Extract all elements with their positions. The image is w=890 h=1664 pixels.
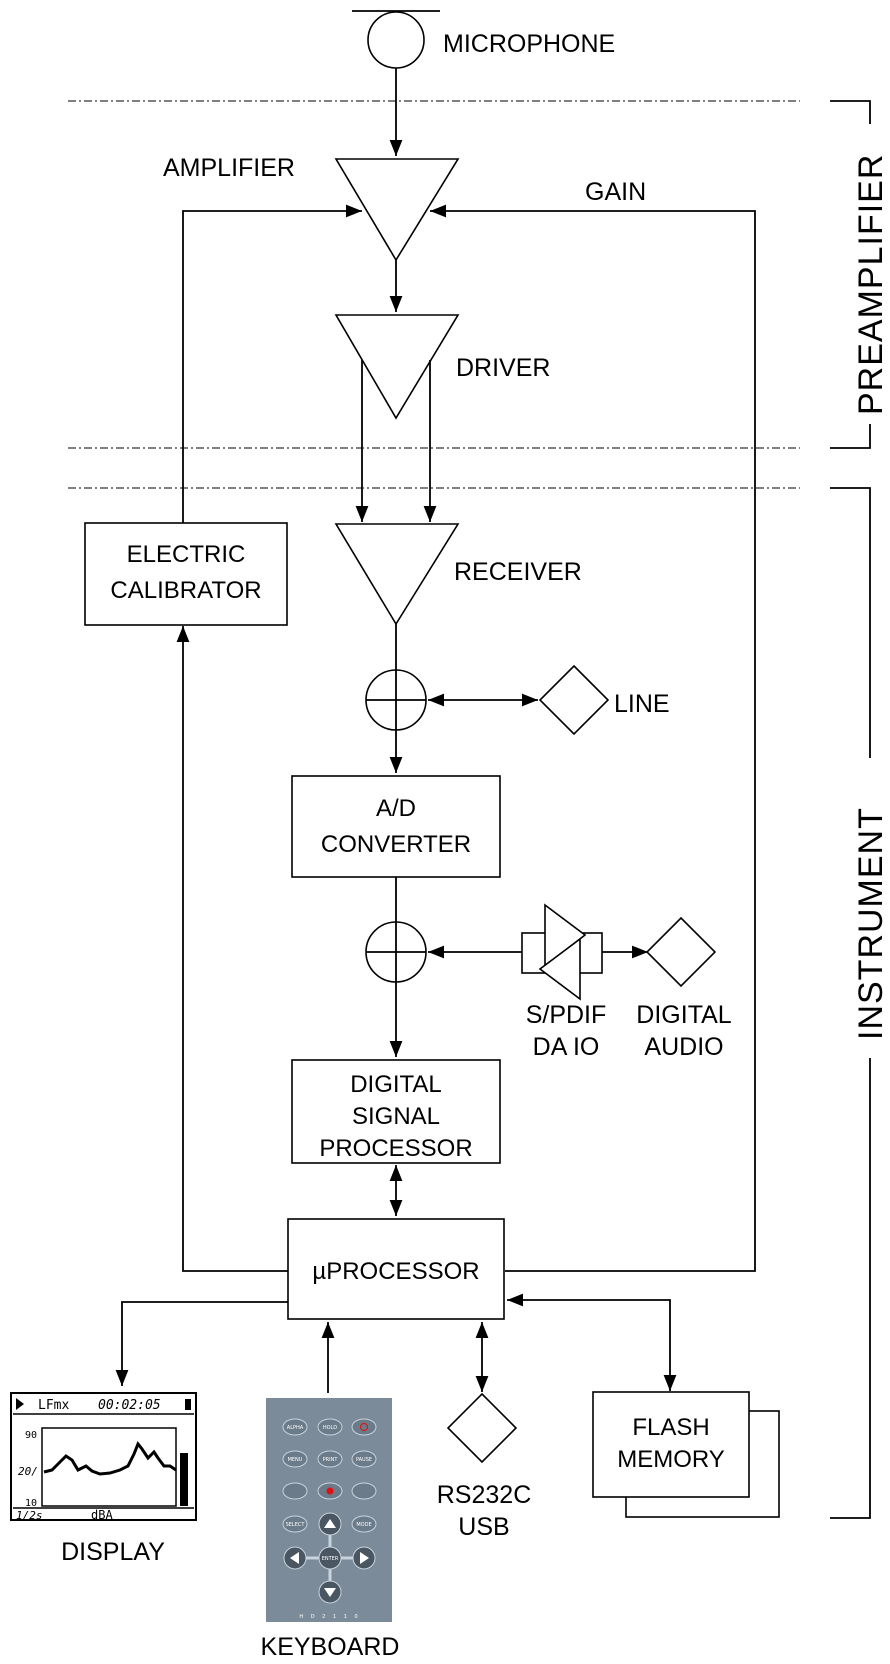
rs232c-usb-port: RS232C USB: [437, 1392, 532, 1541]
digital-audio-output: DIGITAL AUDIO: [636, 916, 732, 1061]
key-pause: [351, 1450, 377, 1468]
dsp-block: DIGITAL SIGNAL PROCESSOR: [291, 1059, 501, 1164]
key-power: [351, 1418, 377, 1436]
digital-audio-connector-icon: [645, 916, 717, 988]
line-output: LINE: [538, 664, 670, 736]
up-arrow-icon: [324, 1519, 336, 1528]
dsp-line2: SIGNAL: [352, 1103, 440, 1130]
display-unit: dBA: [91, 1508, 113, 1522]
spdif-line1: S/PDIF: [526, 1001, 607, 1029]
display-level-bar: [180, 1453, 188, 1506]
line-label: LINE: [614, 690, 670, 718]
keyboard-label: KEYBOARD: [261, 1633, 400, 1661]
ad-converter-line1: A/D: [376, 795, 416, 822]
key-menu-label: MENU: [288, 1457, 303, 1463]
display-screen: LFmx 00:02:05 90 20/ 10 1/2s dBA: [10, 1392, 197, 1522]
receiver-label: RECEIVER: [454, 558, 582, 586]
key-enter-label: ENTER: [322, 1556, 339, 1562]
right-arrow-icon: [360, 1552, 369, 1564]
spdif-line2: DA IO: [533, 1033, 600, 1061]
key-enter: [318, 1546, 342, 1570]
record-icon: [326, 1487, 334, 1495]
spdif-in-triangle-icon: [538, 937, 581, 1001]
gain-label: GAIN: [585, 178, 646, 206]
keyboard-panel: ALPHA HOLD MENU PRINT PAUSE SELECT MODE …: [266, 1398, 392, 1622]
display-y-bot: 10: [25, 1498, 37, 1509]
electric-calibrator-block: ELECTRIC CALIBRATOR: [84, 522, 288, 626]
display-label: DISPLAY: [61, 1538, 165, 1566]
amplifier-label: AMPLIFIER: [163, 154, 295, 182]
line-connector-icon: [538, 664, 610, 736]
key-alpha: [282, 1418, 308, 1436]
key-select-label: SELECT: [286, 1522, 306, 1528]
left-arrow-icon: [290, 1552, 299, 1564]
key-left-sq: [282, 1482, 308, 1500]
display-y-top: 90: [25, 1430, 37, 1441]
uprocessor-block: µPROCESSOR: [287, 1218, 505, 1320]
instrument-bracket: INSTRUMENT: [830, 487, 890, 1519]
play-icon: [16, 1398, 24, 1410]
keyboard-model: H D 2 1 1 0: [299, 1614, 360, 1620]
display-trace: [43, 1441, 177, 1476]
flash-memory-block: FLASH MEMORY: [592, 1391, 780, 1518]
microphone-label: MICROPHONE: [443, 30, 615, 58]
rs232c-line1: RS232C: [437, 1481, 532, 1509]
flash-memory-line2: MEMORY: [617, 1446, 725, 1473]
spdif-block: S/PDIF DA IO: [521, 903, 607, 1061]
key-print-label: PRINT: [323, 1457, 339, 1463]
battery-icon: [185, 1399, 191, 1410]
flash-memory-line1: FLASH: [632, 1414, 709, 1441]
rs232c-line2: USB: [458, 1513, 509, 1541]
electric-calibrator-line2: CALIBRATOR: [110, 577, 261, 604]
summing-node-digital: [365, 921, 427, 983]
microphone-icon: [367, 11, 425, 69]
display-y-mid: 20/: [18, 1465, 38, 1478]
key-mode: [351, 1515, 377, 1533]
uprocessor-label: µPROCESSOR: [312, 1258, 479, 1285]
key-mode-label: MODE: [356, 1522, 371, 1528]
amplifier-triangle-icon: [334, 158, 460, 262]
driver: DRIVER: [334, 314, 550, 420]
power-icon: [360, 1423, 368, 1431]
key-select: [282, 1515, 308, 1533]
ad-converter-line2: CONVERTER: [321, 831, 471, 858]
key-pause-label: PAUSE: [356, 1457, 372, 1463]
microphone: MICROPHONE: [352, 10, 615, 69]
digital-audio-line2: AUDIO: [644, 1033, 723, 1061]
dsp-line3: PROCESSOR: [319, 1135, 472, 1162]
down-arrow-icon: [324, 1588, 336, 1597]
driver-triangle-icon: [334, 314, 460, 420]
instrument-section-label: INSTRUMENT: [852, 807, 890, 1040]
key-right-sq: [351, 1482, 377, 1500]
electric-calibrator-line1: ELECTRIC: [127, 541, 246, 568]
section-dividers: [68, 100, 800, 489]
key-alpha-label: ALPHA: [287, 1425, 304, 1431]
driver-label: DRIVER: [456, 354, 550, 382]
key-hold-label: HOLD: [323, 1425, 337, 1431]
preamplifier-bracket: PREAMPLIFIER: [830, 100, 890, 449]
summing-node-line: [365, 669, 427, 731]
key-print: [317, 1450, 343, 1468]
amplifier: AMPLIFIER: [163, 154, 460, 262]
display-rate: 1/2s: [16, 1509, 43, 1522]
key-menu: [282, 1450, 308, 1468]
display-time: 00:02:05: [98, 1398, 161, 1413]
rs232c-connector-icon: [446, 1392, 518, 1464]
ad-converter-block: A/D CONVERTER: [291, 775, 501, 878]
receiver-triangle-icon: [334, 523, 460, 626]
display-mode: LFmx: [38, 1398, 69, 1413]
digital-audio-line1: DIGITAL: [636, 1001, 731, 1029]
dsp-line1: DIGITAL: [350, 1071, 442, 1098]
receiver: RECEIVER: [334, 523, 582, 626]
preamplifier-section-label: PREAMPLIFIER: [852, 154, 890, 415]
key-hold: [317, 1418, 343, 1436]
